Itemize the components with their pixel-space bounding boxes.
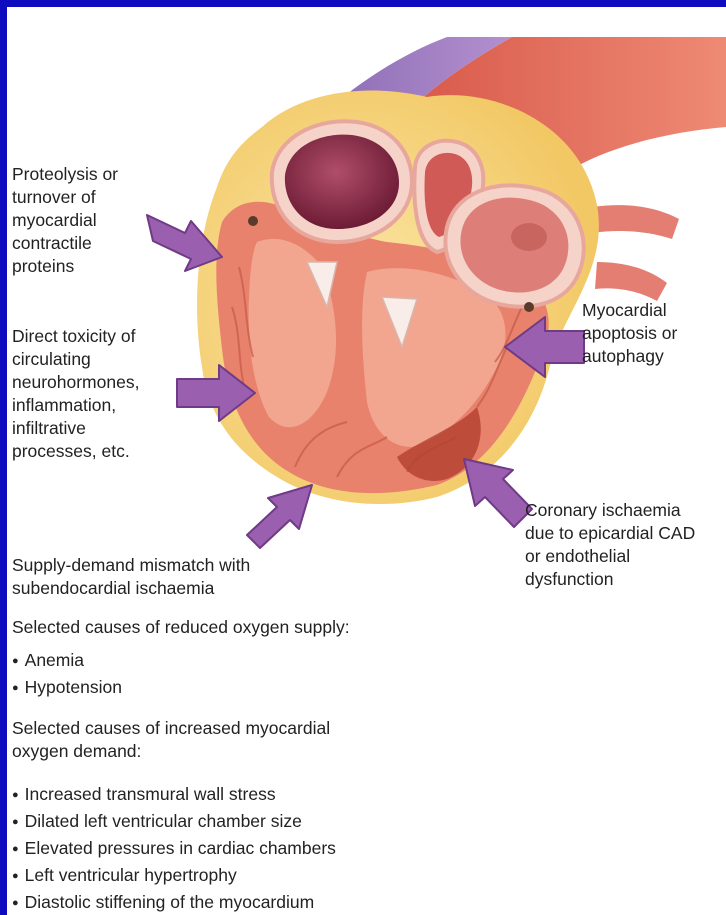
label-direct-toxicity: Direct toxicity of circulating neurohorm… [12, 325, 139, 463]
demand-causes-heading: Selected causes of increased myocardial … [12, 717, 330, 763]
arrow-coronary [464, 459, 532, 527]
coronary-artery-left [248, 216, 258, 226]
list-item: Left ventricular hypertrophy [12, 863, 336, 890]
list-item: Increased transmural wall stress [12, 782, 336, 809]
list-item: Diastolic stiffening of the myocardium [12, 890, 336, 915]
pulmonary-vein-opening [511, 223, 547, 251]
supply-causes-heading: Selected causes of reduced oxygen supply… [12, 617, 350, 638]
list-item: Anemia [12, 648, 122, 675]
label-apoptosis: Myocardial apoptosis or autophagy [582, 299, 677, 368]
label-supply-demand-mismatch: Supply-demand mismatch with subendocardi… [12, 554, 250, 600]
coronary-artery-right [524, 302, 534, 312]
list-item: Hypotension [12, 675, 122, 702]
arrow-supply-demand [247, 485, 312, 548]
demand-causes-list: Increased transmural wall stress Dilated… [12, 782, 336, 915]
right-pulmonary-vessels [592, 205, 679, 301]
list-item: Dilated left ventricular chamber size [12, 809, 336, 836]
list-item: Elevated pressures in cardiac chambers [12, 836, 336, 863]
label-coronary-ischaemia: Coronary ischaemia due to epicardial CAD… [525, 499, 695, 591]
aortic-root-lumen [285, 135, 399, 229]
slide-canvas: Proteolysis or turnover of myocardial co… [7, 7, 726, 915]
supply-causes-list: Anemia Hypotension [12, 648, 122, 702]
label-proteolysis: Proteolysis or turnover of myocardial co… [12, 163, 118, 278]
